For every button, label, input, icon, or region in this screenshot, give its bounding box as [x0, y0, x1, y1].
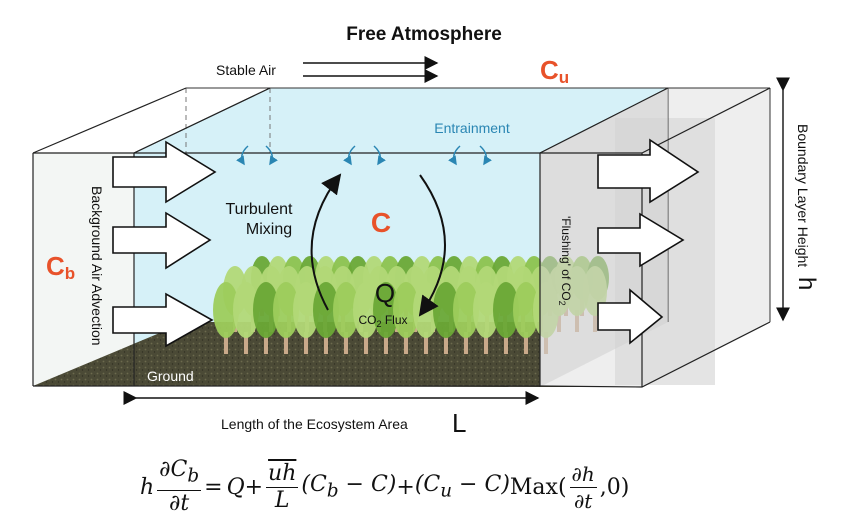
tree: [233, 282, 259, 354]
eq-term2: (Cb − C): [301, 472, 397, 502]
box-left-face: [33, 153, 134, 386]
tree: [273, 282, 299, 354]
stable-air-arrows: [303, 56, 439, 83]
ground-label: Ground: [147, 368, 194, 384]
free-atmosphere-label: Free Atmosphere: [346, 24, 502, 45]
eq-dt2: ∂t: [573, 488, 593, 513]
tree: [453, 282, 479, 354]
budget-equation: h ∂Cb ∂t = Q + uh L (Cb − C) + (Cu − C) …: [140, 458, 710, 516]
turbulent-label: Turbulent: [226, 201, 294, 218]
eq-dcb: ∂C: [159, 457, 188, 483]
mixing-label: Mixing: [246, 221, 292, 238]
length-L-label: L: [452, 408, 466, 438]
box-edges: [32, 87, 771, 388]
q-label: Q: [375, 278, 395, 308]
eq-max: Max(: [509, 474, 567, 500]
tree: [473, 282, 499, 354]
eq-equals: =: [204, 474, 223, 500]
eq-q: Q: [226, 474, 245, 500]
eq-term3: (Cu − C): [414, 472, 510, 502]
eq-l: L: [274, 487, 290, 513]
tree: [293, 282, 319, 354]
tree: [373, 282, 399, 354]
flushing-arrows-right: [597, 138, 700, 345]
eq-uh-over-l: uh L: [266, 460, 299, 513]
boundary-layer-diagram: Free Atmosphere Stable Air Cu Entrainmen…: [32, 24, 820, 438]
eq-plus-1: +: [244, 474, 264, 500]
co2-flux-label: CO2 Flux: [358, 313, 407, 329]
c-label: C: [371, 207, 391, 238]
cb-label: Cb: [46, 251, 75, 283]
cu-label: Cu: [540, 55, 569, 87]
eq-plus-2: +: [396, 474, 415, 500]
tree: [393, 282, 419, 354]
boundary-layer-height-label: Boundary Layer Height: [795, 124, 811, 267]
eq-uh: uh: [266, 460, 299, 488]
tree: [313, 282, 339, 354]
tree: [333, 282, 359, 354]
turbulent-mixing-arrows: [310, 173, 446, 317]
eq-dcb-dt: ∂Cb ∂t: [157, 457, 202, 516]
tree: [353, 282, 379, 354]
entrainment-swirls: [236, 145, 492, 166]
eq-dcb-sub: b: [187, 465, 200, 487]
entrainment-label: Entrainment: [434, 120, 510, 136]
advection-arrows-left: [112, 140, 217, 348]
flushing-label: 'Flushing' of CO2: [557, 216, 573, 306]
eq-h: h: [140, 474, 155, 500]
eq-dh-dt: ∂h ∂t: [569, 461, 597, 513]
tree: [433, 282, 459, 354]
tree: [513, 282, 539, 354]
eq-dt: ∂t: [169, 490, 190, 516]
eq-dh: ∂h: [569, 461, 597, 488]
background-advection-label: Background Air Advection: [89, 186, 105, 346]
tree: [493, 282, 519, 354]
eq-tail: ,0): [599, 474, 630, 500]
length-label: Length of the Ecosystem Area: [221, 416, 408, 432]
tree: [213, 282, 239, 354]
h-label: h: [793, 277, 820, 290]
stable-air-label: Stable Air: [216, 62, 276, 78]
tree: [253, 282, 279, 354]
